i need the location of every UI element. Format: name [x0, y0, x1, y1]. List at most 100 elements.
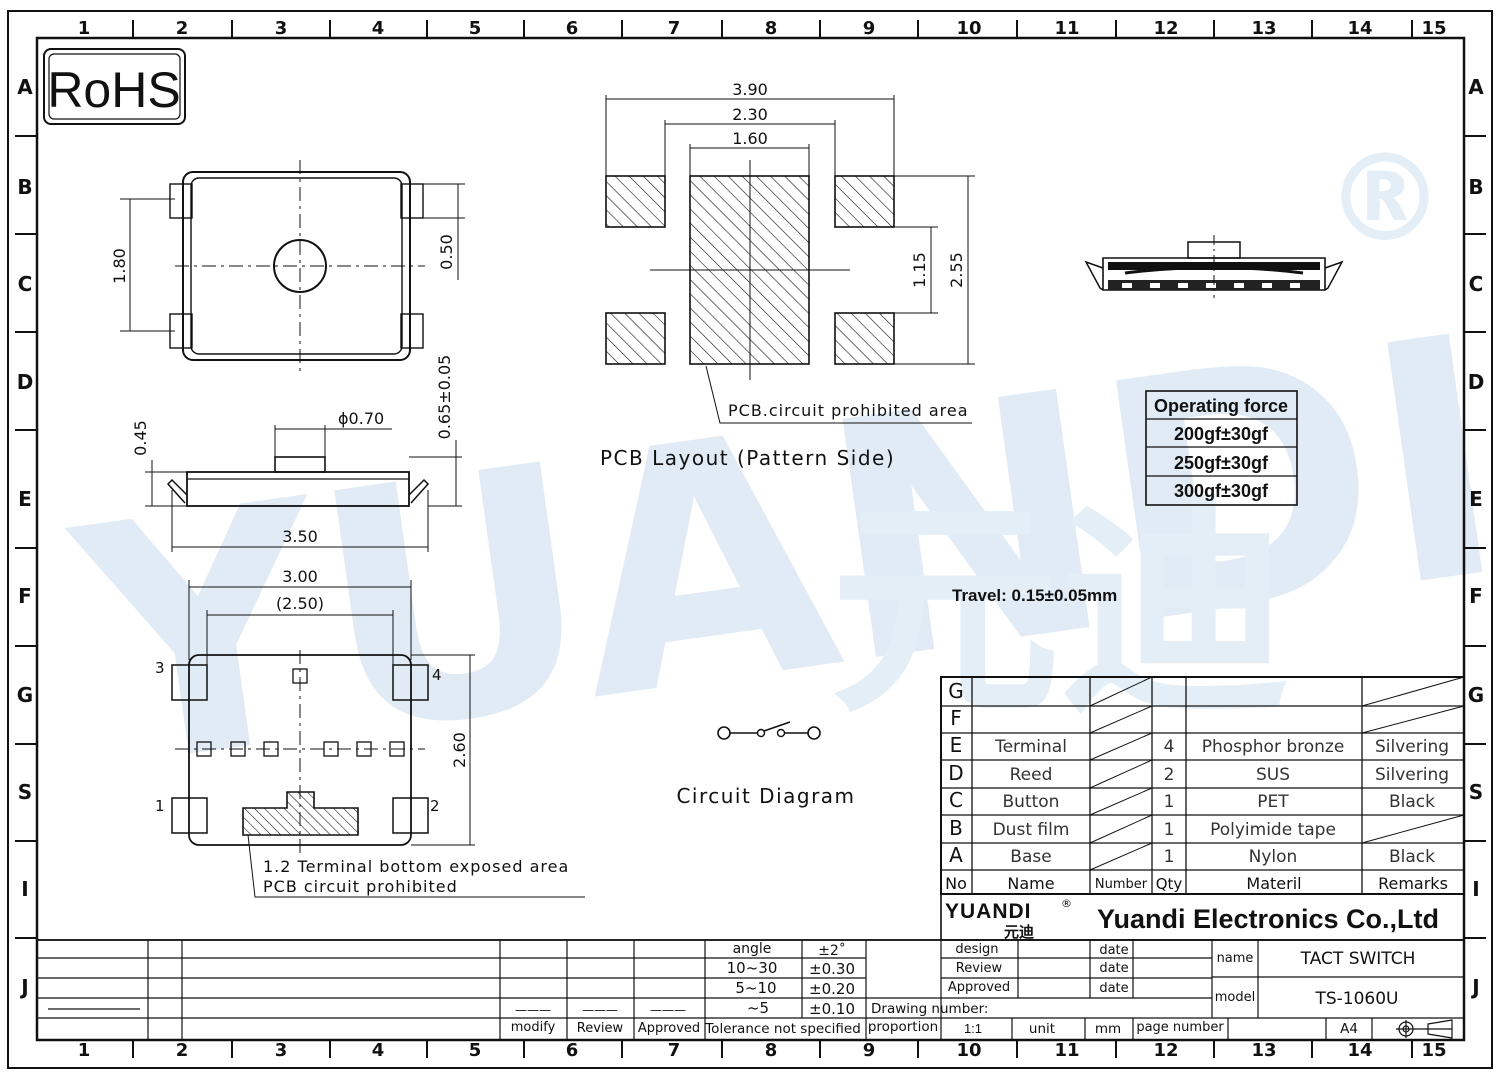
tb-date-3: date	[1099, 981, 1128, 996]
tb-approved: Approved	[948, 980, 1010, 995]
operating-force-table: Operating force 200gf±30gf 250gf±30gf 30…	[1145, 390, 1298, 506]
operating-force-value-2: 250gf±30gf	[1174, 453, 1269, 473]
tb-drawing-number: Drawing number:	[871, 1001, 988, 1017]
tb-sheet: A4	[1340, 1021, 1358, 1037]
bom-remarks-D: Silvering	[1375, 765, 1449, 785]
bom-no-D: D	[948, 761, 963, 785]
border-row-label-I-left: I	[21, 877, 28, 901]
rev-review: Review	[577, 1021, 624, 1036]
tol-label-0: angle	[733, 941, 772, 957]
circuit-diagram: Circuit Diagram	[676, 721, 854, 808]
rev-approved: Approved	[638, 1021, 700, 1036]
pin-2: 2	[430, 797, 440, 815]
bom-material-C: PET	[1257, 792, 1289, 812]
border-row-label-A-left: A	[17, 75, 33, 99]
border-column-label-12-top: 12	[1153, 18, 1178, 39]
tb-page-number: page number	[1136, 1020, 1224, 1035]
bom-header-qty: Qty	[1156, 875, 1183, 893]
border-row-label-G-left: G	[17, 683, 33, 707]
rev-dash-2: ———	[582, 1003, 618, 1017]
border-column-label-4-top: 4	[372, 18, 385, 39]
rev-modify: modify	[511, 1020, 556, 1035]
bom-name-E: Terminal	[994, 737, 1067, 757]
side-dim-width: 3.50	[282, 527, 318, 546]
pcb-layout: 3.90 2.30 1.60 2.55 1.15 PCB.circuit pro…	[600, 80, 975, 470]
border-row-label-S-right: S	[1469, 780, 1483, 804]
tb-name-label: name	[1217, 951, 1254, 966]
bom-remarks-C: Black	[1389, 792, 1435, 812]
tol-value-1: ±0.30	[809, 960, 855, 978]
bom-name-C: Button	[1003, 792, 1060, 812]
pcb-layout-title: PCB Layout (Pattern Side)	[600, 446, 895, 470]
top-dim-height: 1.80	[110, 248, 129, 284]
bom-no-F: F	[950, 706, 962, 730]
border-column-label-15-bottom: 15	[1421, 1040, 1446, 1061]
bom-qty-E: 4	[1164, 737, 1175, 757]
title-block: ——— ——— ——— modify Review Approved angle…	[36, 939, 1465, 1041]
watermark-chinese: 元迪	[830, 478, 1290, 745]
pcb-dim-255: 2.55	[947, 252, 966, 288]
drawing-frame: 1122334455667788991010111112121313141415…	[7, 10, 1493, 1069]
border-row-label-D-left: D	[17, 370, 34, 394]
section-view	[1084, 235, 1344, 298]
tol-value-0: ±2˚	[818, 942, 846, 959]
border-row-label-S-left: S	[18, 780, 32, 804]
travel-spec: Travel: 0.15±0.05mm	[952, 586, 1117, 605]
rohs-text: RoHS	[47, 62, 180, 118]
border-column-label-3-bottom: 3	[275, 1040, 288, 1061]
border-column-label-9-top: 9	[863, 18, 876, 39]
rohs-badge: RoHS	[43, 48, 186, 125]
bottom-dim-300: 3.00	[282, 567, 318, 586]
border-column-label-13-bottom: 13	[1251, 1040, 1276, 1061]
border-row-label-J-left: J	[19, 975, 28, 999]
bom-material-E: Phosphor bronze	[1202, 737, 1345, 757]
rev-dash-3: ———	[650, 1003, 686, 1017]
bom-name-A: Base	[1010, 847, 1051, 867]
border-column-label-1-bottom: 1	[78, 1040, 91, 1061]
bom-remarks-E: Silvering	[1375, 737, 1449, 757]
bom-header-no: No	[945, 874, 967, 893]
pin-4: 4	[432, 666, 442, 684]
border-column-label-14-bottom: 14	[1347, 1040, 1372, 1061]
border-column-label-3-top: 3	[275, 18, 288, 39]
border-column-label-8-bottom: 8	[765, 1040, 778, 1061]
tb-proportion: proportion	[868, 1019, 938, 1035]
side-dim-065: 0.65±0.05	[435, 355, 454, 440]
bom-no-B: B	[949, 816, 963, 840]
operating-force-value-1: 200gf±30gf	[1174, 424, 1269, 444]
border-row-label-D-right: D	[1468, 370, 1485, 394]
bom-no-A: A	[949, 843, 963, 867]
pcb-dim-160: 1.60	[732, 129, 768, 148]
border-column-label-7-bottom: 7	[668, 1040, 681, 1061]
border-column-label-11-top: 11	[1054, 18, 1079, 39]
tb-date-1: date	[1099, 943, 1128, 958]
border-column-label-13-top: 13	[1251, 18, 1276, 39]
bom-name-B: Dust film	[993, 820, 1070, 840]
border-column-label-11-bottom: 11	[1054, 1040, 1079, 1061]
bom-material-D: SUS	[1256, 765, 1290, 785]
bom-no-G: G	[948, 679, 964, 703]
border-column-label-14-top: 14	[1347, 18, 1372, 39]
border-column-label-12-bottom: 12	[1153, 1040, 1178, 1061]
top-view: 1.80 0.50	[110, 160, 465, 372]
bom-header-number: Number	[1095, 877, 1148, 892]
border-row-label-E-right: E	[1469, 487, 1483, 511]
operating-force-header: Operating force	[1154, 396, 1288, 416]
border-column-label-1-top: 1	[78, 18, 91, 39]
border-column-label-6-top: 6	[566, 18, 579, 39]
border-row-label-A-right: A	[1468, 75, 1484, 99]
pcb-dim-115: 1.15	[910, 252, 929, 288]
tb-name-value: TACT SWITCH	[1300, 949, 1416, 969]
border-column-label-10-bottom: 10	[956, 1040, 981, 1061]
operating-force-value-3: 300gf±30gf	[1174, 481, 1269, 501]
border-row-label-B-right: B	[1468, 175, 1483, 199]
border-column-label-2-bottom: 2	[176, 1040, 189, 1061]
bottom-note-line2: PCB circuit prohibited	[263, 877, 458, 896]
bom-header-material: Materil	[1246, 874, 1301, 893]
tb-review: Review	[956, 961, 1003, 976]
border-row-label-F-right: F	[1469, 584, 1483, 608]
border-column-label-10-top: 10	[956, 18, 981, 39]
pin-1: 1	[155, 797, 165, 815]
tol-value-3: ±0.10	[809, 1000, 855, 1018]
